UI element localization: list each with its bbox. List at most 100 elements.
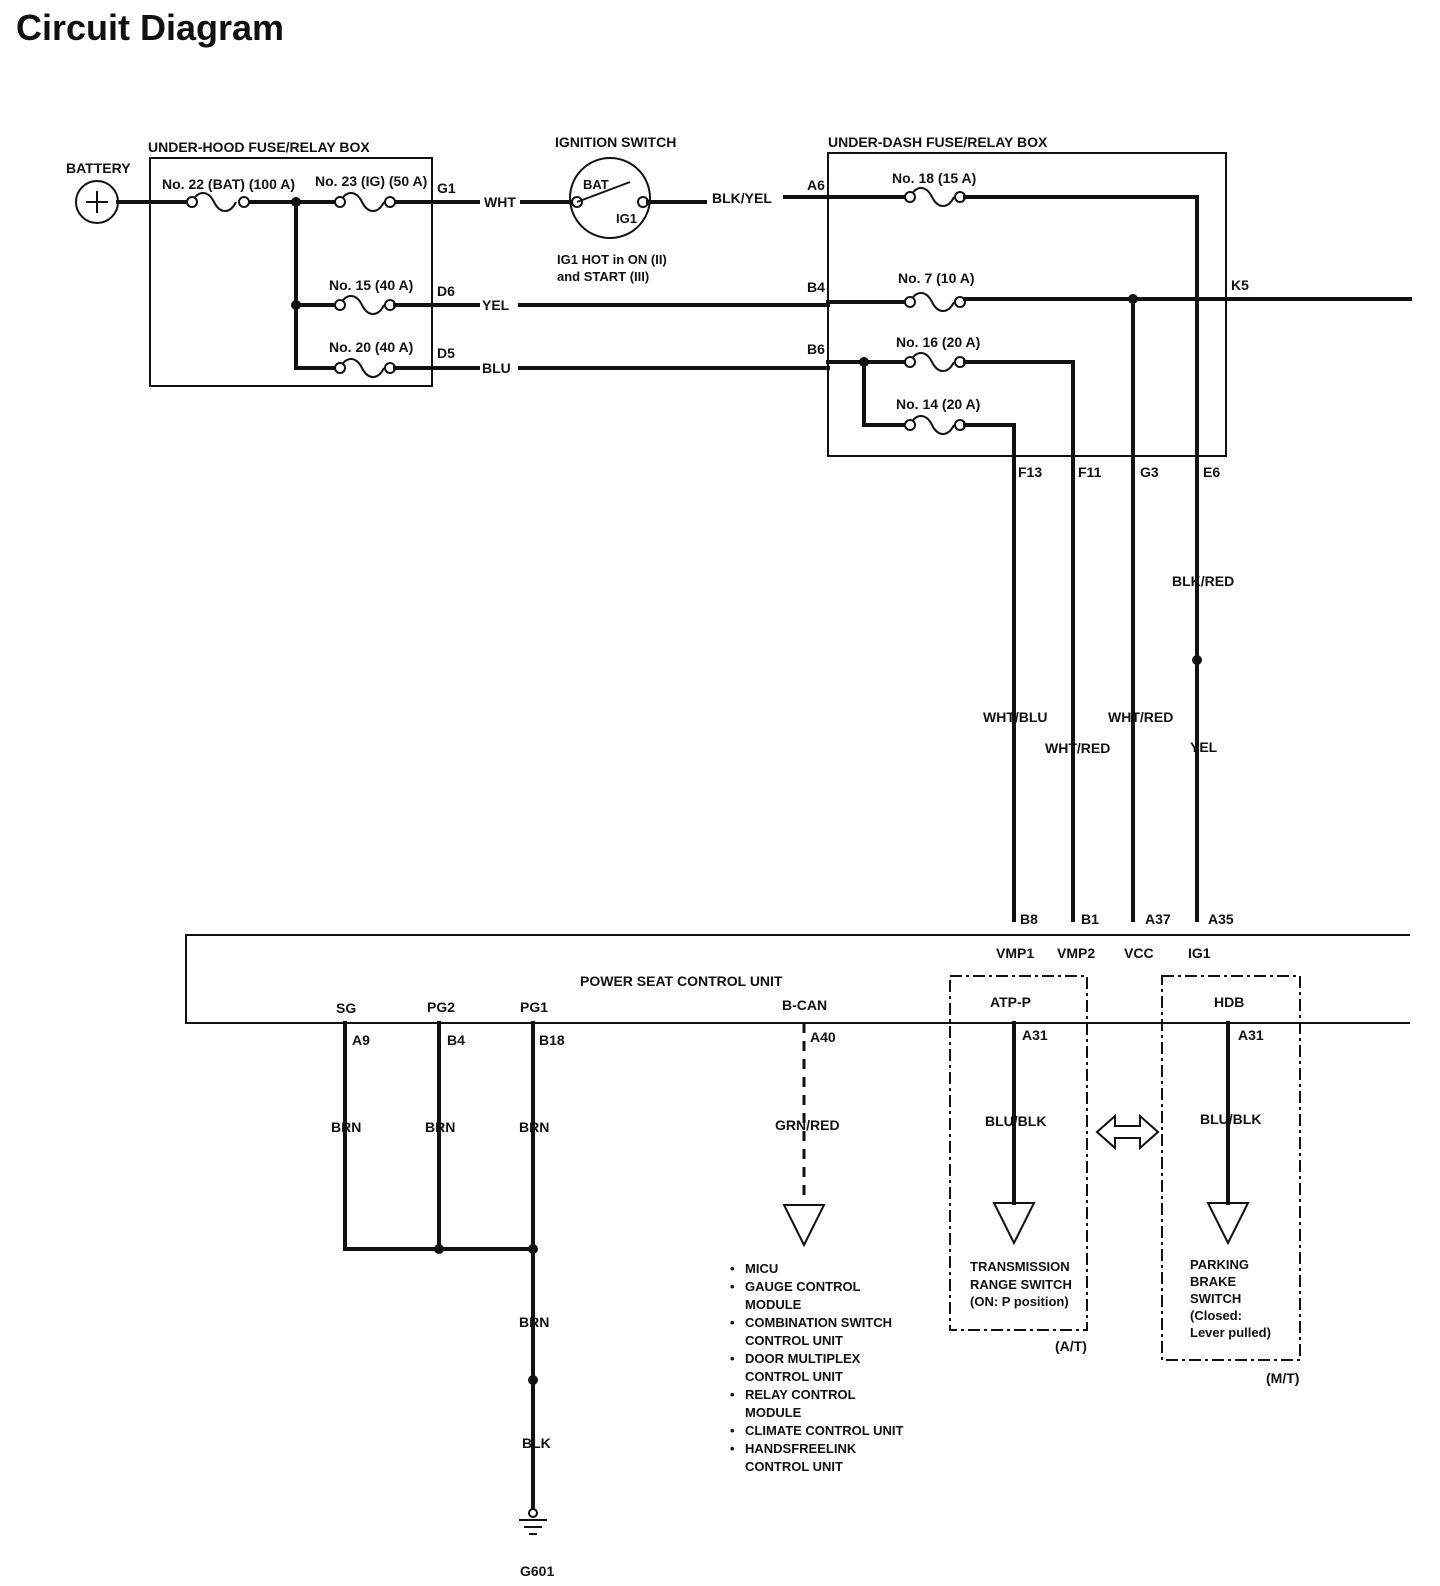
- pin-g1: G1: [437, 180, 456, 196]
- fuse-23-label: No. 23 (IG) (50 A): [315, 173, 427, 189]
- svg-text:•: •: [730, 1279, 735, 1294]
- fuse-22-label: No. 22 (BAT) (100 A): [162, 176, 295, 192]
- park-switch-line5: Lever pulled): [1190, 1325, 1271, 1340]
- splice-blkred-yel: [1192, 655, 1202, 665]
- terminal-bcan: B-CAN: [782, 997, 827, 1013]
- wire-label-brn-gnd: BRN: [519, 1314, 549, 1330]
- wire-fuse14-f13-vmp1: [963, 423, 1016, 922]
- trans-switch-symbol: [992, 1202, 1036, 1246]
- pin-d6: D6: [437, 283, 455, 299]
- pin-a37: A37: [1145, 911, 1171, 927]
- svg-text:•: •: [730, 1441, 735, 1456]
- power-seat-control-unit: [185, 934, 1410, 1024]
- wire-label-blu: BLU: [482, 360, 511, 376]
- control-unit-label: POWER SEAT CONTROL UNIT: [580, 973, 783, 989]
- wire-label-blkred: BLK/RED: [1172, 573, 1234, 589]
- pin-g3: G3: [1140, 464, 1159, 480]
- bcan-item: DOOR MULTIPLEX: [745, 1351, 861, 1366]
- pin-b4-dash: B4: [807, 279, 825, 295]
- trans-variant: (A/T): [1055, 1338, 1087, 1354]
- at-variant-box: [949, 975, 1088, 1331]
- fuse-16-label: No. 16 (20 A): [896, 334, 980, 350]
- ground-label: G601: [520, 1563, 554, 1579]
- pin-b1: B1: [1081, 911, 1099, 927]
- wire-label-blublk-1: BLU/BLK: [985, 1113, 1046, 1129]
- park-variant: (M/T): [1266, 1370, 1299, 1386]
- terminal-pg2: PG2: [427, 999, 455, 1015]
- under-hood-fuse-box: [149, 157, 433, 387]
- svg-text:•: •: [730, 1423, 735, 1438]
- terminal-pg1: PG1: [520, 999, 548, 1015]
- ignition-note-2: and START (III): [557, 269, 649, 284]
- wire-label-wht: WHT: [484, 194, 516, 210]
- fuse-14-symbol: [909, 415, 955, 435]
- bcan-item: MODULE: [745, 1405, 802, 1420]
- fuse-22-symbol: [191, 192, 237, 212]
- terminal-atpp: ATP-P: [990, 994, 1031, 1010]
- fuse-15-label: No. 15 (40 A): [329, 277, 413, 293]
- bcan-item: CONTROL UNIT: [745, 1369, 843, 1384]
- pin-b18: B18: [539, 1032, 565, 1048]
- bcan-network-symbol: [782, 1204, 826, 1248]
- wire-label-whtred-1: WHT/RED: [1045, 740, 1110, 756]
- wire-label-yel-2: YEL: [1190, 739, 1218, 755]
- ignition-bat-terminal: BAT: [583, 177, 609, 192]
- bcan-item: CLIMATE CONTROL UNIT: [745, 1423, 903, 1438]
- terminal-hdb: HDB: [1214, 994, 1244, 1010]
- fuse-7-symbol: [909, 292, 955, 312]
- terminal-sg: SG: [336, 1000, 356, 1016]
- bcan-item: HANDSFREELINK: [745, 1441, 857, 1456]
- wire-label-yel: YEL: [482, 297, 510, 313]
- trans-switch-line3: (ON: P position): [970, 1294, 1069, 1309]
- terminal-vcc: VCC: [1124, 945, 1154, 961]
- wire-label-blkyel: BLK/YEL: [712, 190, 772, 206]
- pin-a9: A9: [352, 1032, 370, 1048]
- ignition-ig1-terminal: IG1: [616, 211, 637, 226]
- wire-label-blk: BLK: [522, 1435, 551, 1451]
- wire-label-brn-sg: BRN: [331, 1119, 361, 1135]
- fuse-14-label: No. 14 (20 A): [896, 396, 980, 412]
- under-dash-box-label: UNDER-DASH FUSE/RELAY BOX: [828, 134, 1048, 150]
- wire-fuse16-f11-vmp2: [963, 360, 1075, 922]
- battery-label: BATTERY: [66, 160, 131, 176]
- wire-brn-sg: [343, 1021, 535, 1251]
- ignition-switch-label: IGNITION SWITCH: [555, 134, 676, 150]
- under-dash-fuse-box: [827, 152, 1227, 457]
- pin-d5: D5: [437, 345, 455, 361]
- fuse-23-symbol: [339, 192, 385, 212]
- bcan-item: GAUGE CONTROL: [745, 1279, 861, 1294]
- either-or-arrow-icon: [1095, 1113, 1160, 1151]
- fuse-20-label: No. 20 (40 A): [329, 339, 413, 355]
- pin-b4-unit: B4: [447, 1032, 465, 1048]
- svg-text:•: •: [730, 1351, 735, 1366]
- wire-to-fuse14: [862, 360, 912, 427]
- park-switch-line3: SWITCH: [1190, 1291, 1241, 1306]
- pin-a35: A35: [1208, 911, 1234, 927]
- wire-label-whtred-2: WHT/RED: [1108, 709, 1173, 725]
- fuse-20-symbol: [339, 358, 385, 378]
- bcan-item: CONTROL UNIT: [745, 1459, 843, 1474]
- terminal-vmp1: VMP1: [996, 945, 1034, 961]
- pin-b6: B6: [807, 341, 825, 357]
- pin-f13: F13: [1018, 464, 1042, 480]
- pin-a40: A40: [810, 1029, 836, 1045]
- wire-fuse18-e6-ig1: [963, 195, 1199, 922]
- under-hood-box-label: UNDER-HOOD FUSE/RELAY BOX: [148, 139, 370, 155]
- bcan-device-list: • MICU • GAUGE CONTROL MODULE • COMBINAT…: [730, 1261, 903, 1474]
- park-switch-line4: (Closed:: [1190, 1308, 1242, 1323]
- fuse-18-symbol: [909, 187, 955, 207]
- pin-a6: A6: [807, 177, 825, 193]
- bcan-item: RELAY CONTROL: [745, 1387, 856, 1402]
- wire-label-blublk-2: BLU/BLK: [1200, 1111, 1261, 1127]
- park-switch-line2: BRAKE: [1190, 1274, 1237, 1289]
- wire-label-whtblu: WHT/BLU: [983, 709, 1048, 725]
- pin-f11: F11: [1078, 464, 1102, 480]
- fuse-16-symbol: [909, 352, 955, 372]
- pin-b8: B8: [1020, 911, 1038, 927]
- fuse-7-label: No. 7 (10 A): [898, 270, 975, 286]
- mt-variant-box: [1161, 975, 1301, 1361]
- splice-brn-blk: [528, 1375, 538, 1385]
- wire-label-grnred: GRN/RED: [775, 1117, 840, 1133]
- park-switch-line1: PARKING: [1190, 1257, 1249, 1272]
